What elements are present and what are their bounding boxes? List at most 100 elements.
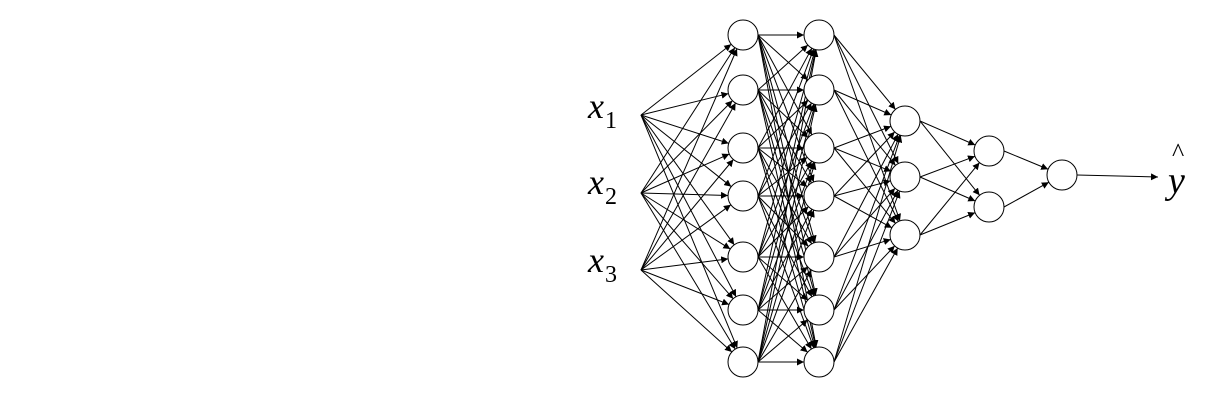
edge-l2-4-to-l3-1 — [833, 131, 896, 197]
output-arrow — [1076, 173, 1159, 181]
edge-input-2-to-l1-1 — [640, 47, 736, 194]
edge-l2-3-to-l3-3 — [833, 147, 896, 224]
edge-l2-2-to-l3-3 — [833, 89, 899, 222]
input-subscript: 3 — [604, 262, 617, 288]
edge-l1-5-to-l2-6 — [757, 256, 809, 301]
edge-l1-2-to-l2-3 — [757, 89, 809, 139]
edge-l1-6-to-l2-7 — [757, 309, 808, 353]
edge-l1-3-to-l2-2 — [757, 99, 809, 149]
edge-l1-4-to-l2-1 — [757, 48, 815, 197]
edge-l2-1-to-l3-1 — [833, 34, 896, 110]
input-var: x — [588, 86, 604, 126]
edge-l3-3-to-l4-2 — [919, 212, 976, 236]
input-var: x — [588, 240, 604, 280]
neuron-l2-4 — [803, 180, 835, 212]
edge-l1-7-to-l2-5 — [757, 269, 812, 363]
neuron-l4-2 — [973, 191, 1005, 223]
edge-l1-7-to-l2-1 — [757, 49, 819, 363]
edge-l1-6-to-l2-5 — [757, 266, 809, 311]
edge-l1-7-to-l2-6 — [757, 319, 808, 363]
edge-l3-3-to-l4-1 — [919, 162, 980, 236]
edge-l2-5-to-l3-1 — [833, 134, 899, 258]
edge-input-1-to-l1-7 — [640, 114, 738, 349]
edge-l4-1-to-l5-1 — [1003, 150, 1049, 170]
edge-l1-7-to-l2-4 — [757, 209, 815, 363]
edge-l1-4-to-l2-5 — [757, 195, 809, 247]
edge-l2-2-to-l3-1 — [833, 89, 892, 116]
edge-l1-5-to-l2-2 — [757, 103, 815, 258]
connections — [640, 31, 1050, 366]
edge-input-2-to-l1-3 — [640, 153, 730, 194]
edge-l2-5-to-l3-2 — [833, 187, 896, 258]
edge-l3-2-to-l4-2 — [919, 176, 976, 202]
edge-l3-1-to-l4-1 — [919, 120, 976, 146]
edge-l1-1-to-l2-2 — [757, 34, 809, 81]
neuron-l3-2 — [889, 161, 921, 193]
edge-l2-3-to-l3-1 — [833, 125, 892, 149]
edge-input-3-to-l1-6 — [640, 269, 730, 306]
edge-input-3-to-l1-2 — [640, 102, 737, 271]
neuron-l1-3 — [727, 132, 759, 164]
neuron-l2-6 — [803, 294, 835, 326]
edge-l2-1-to-l3-2 — [833, 34, 899, 164]
edge-l4-2-to-l5-1 — [1003, 181, 1050, 208]
neuron-l1-4 — [727, 180, 759, 212]
input-subscript: 1 — [604, 108, 617, 134]
edge-l2-6-to-l3-2 — [833, 189, 899, 311]
neuron-l1-5 — [727, 241, 759, 273]
edge-l1-5-to-l2-7 — [757, 256, 812, 350]
edge-input-1-to-l1-2 — [640, 91, 729, 116]
output-connection — [1076, 173, 1159, 181]
output-label-y-hat: ^y — [1168, 140, 1185, 202]
neuron-l2-2 — [803, 74, 835, 106]
neuron-l4-1 — [973, 135, 1005, 167]
neuron-l5-1 — [1046, 159, 1078, 191]
edge-l2-6-to-l3-3 — [833, 245, 896, 311]
neuron-l2-3 — [803, 132, 835, 164]
edge-l2-3-to-l3-2 — [833, 147, 892, 172]
edge-input-3-to-l1-4 — [640, 204, 732, 271]
edge-input-1-to-l1-3 — [640, 114, 729, 145]
edge-input-3-to-l1-5 — [640, 256, 729, 271]
edge-l1-2-to-l2-1 — [757, 44, 809, 91]
edge-l2-7-to-l3-1 — [833, 135, 903, 363]
neuron-l2-1 — [803, 19, 835, 51]
edge-l1-6-to-l2-4 — [757, 208, 813, 311]
neuron-l1-6 — [727, 294, 759, 326]
edge-l1-5-to-l2-3 — [757, 160, 813, 258]
input-var: x — [588, 162, 604, 202]
edge-l2-6-to-l3-1 — [833, 134, 901, 311]
neuron-l3-3 — [889, 219, 921, 251]
neuron-l2-5 — [803, 241, 835, 273]
edge-l1-2-to-l2-5 — [757, 89, 815, 244]
edge-input-3-to-l1-1 — [640, 48, 738, 271]
input-label-x2: x2 — [588, 162, 617, 209]
edge-l2-7-to-l3-3 — [833, 247, 899, 363]
edge-input-2-to-l1-6 — [640, 192, 734, 300]
input-label-x3: x3 — [588, 240, 617, 287]
input-subscript: 2 — [604, 184, 617, 210]
edge-input-3-to-l1-3 — [640, 159, 734, 271]
neuron-l1-1 — [727, 19, 759, 51]
output-var: y — [1168, 160, 1185, 202]
edge-input-1-to-l1-5 — [640, 114, 735, 246]
neurons — [727, 19, 1078, 378]
edge-l1-2-to-l2-4 — [757, 89, 812, 184]
edge-l3-1-to-l4-2 — [919, 120, 981, 196]
edge-input-2-to-l1-5 — [640, 192, 731, 250]
edge-l2-5-to-l3-3 — [833, 238, 891, 258]
edge-l2-7-to-l3-2 — [833, 190, 901, 363]
edge-l3-2-to-l4-1 — [919, 155, 976, 178]
neuron-l1-7 — [727, 346, 759, 378]
edge-input-1-to-l1-4 — [640, 114, 732, 188]
input-label-x1: x1 — [588, 86, 617, 133]
edge-input-2-to-l1-4 — [640, 191, 729, 199]
edge-input-3-to-l1-7 — [640, 269, 733, 353]
edge-input-1-to-l1-1 — [640, 43, 732, 116]
edge-l2-4-to-l3-3 — [833, 195, 893, 229]
edge-input-2-to-l1-2 — [640, 100, 733, 194]
edge-l2-2-to-l3-2 — [833, 89, 896, 166]
neuron-l1-2 — [727, 74, 759, 106]
edge-l1-3-to-l2-1 — [757, 47, 813, 149]
